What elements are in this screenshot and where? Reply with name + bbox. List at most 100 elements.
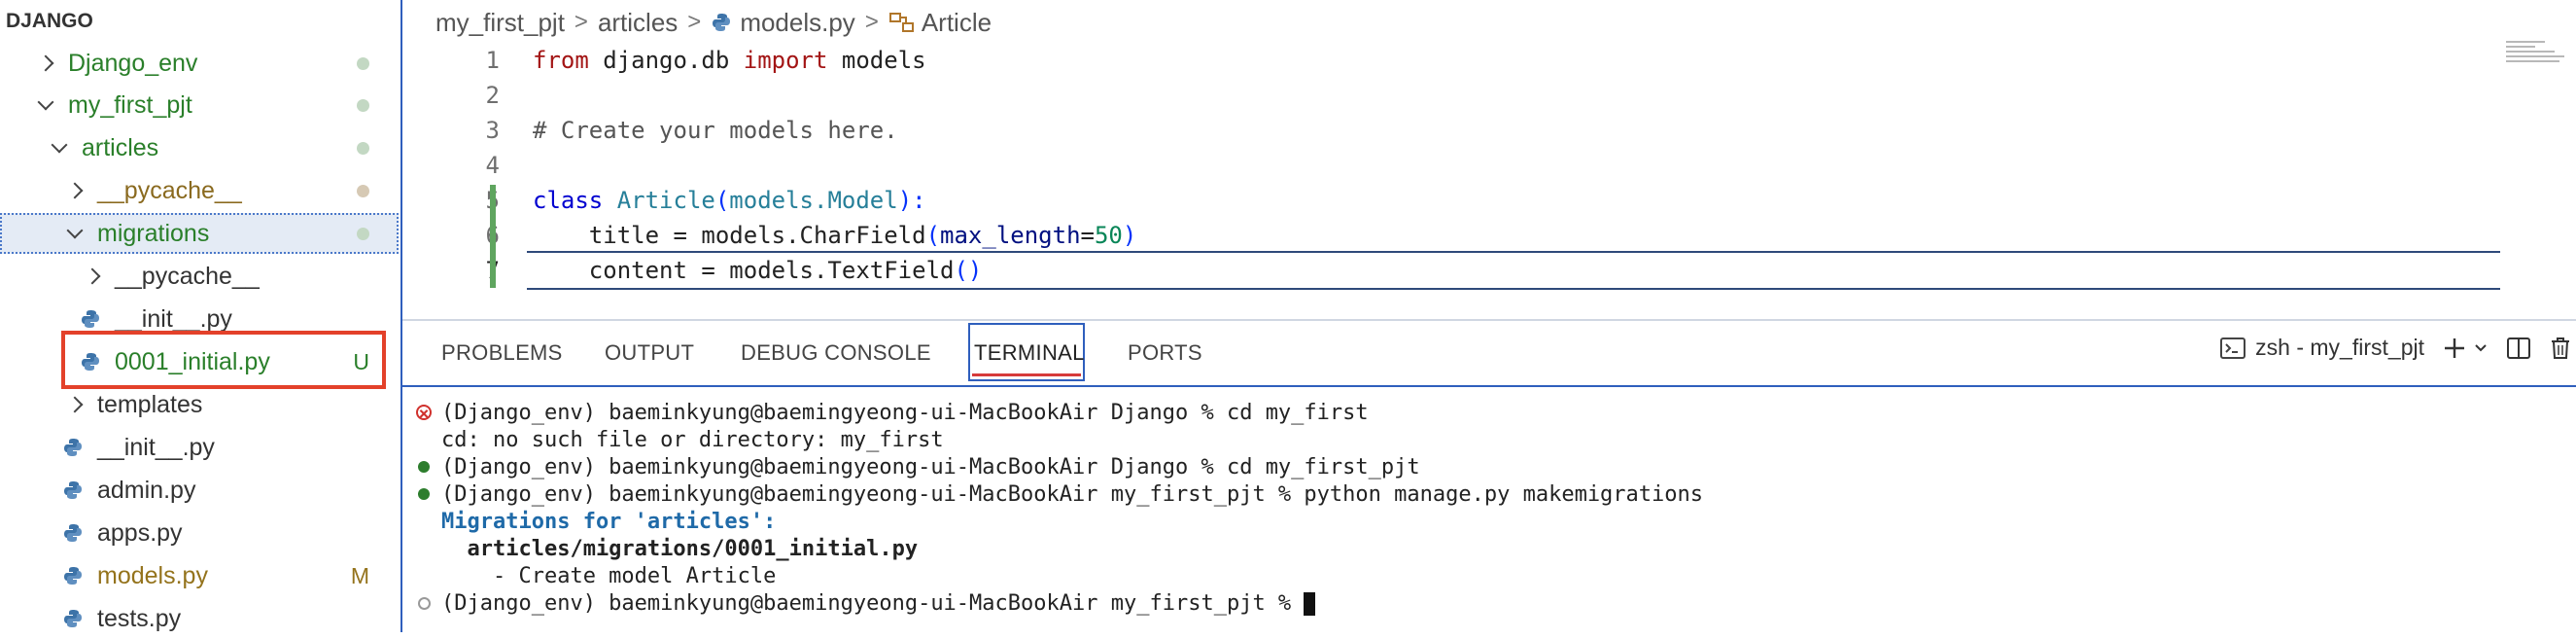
- terminal-selector[interactable]: zsh - my_first_pjt: [2220, 335, 2424, 361]
- pending-dot-icon: [418, 597, 431, 610]
- tree-item-label: __init__.py: [97, 433, 215, 461]
- chevron-down-icon: [66, 225, 84, 242]
- git-status-dot: [357, 56, 369, 70]
- split-icon: [2507, 337, 2530, 359]
- tree-item-apps[interactable]: apps.py: [0, 513, 399, 553]
- tree-item-migrations[interactable]: migrations: [0, 213, 399, 254]
- highlight-annotation-box: [61, 331, 386, 389]
- chevron-down-icon: [37, 96, 54, 114]
- terminal-prompt-line: (Django_env) baeminkyung@baemingyeong-ui…: [441, 591, 1316, 616]
- breadcrumb-folder[interactable]: articles: [597, 7, 679, 37]
- tree-item-articles[interactable]: articles: [0, 127, 399, 168]
- line-number: 3: [485, 117, 500, 144]
- tab-ports[interactable]: PORTS: [1128, 340, 1202, 365]
- tree-item-articles-init[interactable]: __init__.py: [0, 427, 399, 468]
- tree-item-label: apps.py: [97, 518, 183, 547]
- line-number: 4: [485, 152, 500, 179]
- terminal-line: cd: no such file or directory: my_first: [441, 428, 944, 452]
- breadcrumb-file[interactable]: models.py: [740, 7, 855, 37]
- line-number: 2: [485, 82, 500, 109]
- tree-item-label: __init__.py: [115, 304, 232, 333]
- breadcrumb-separator: >: [687, 9, 702, 35]
- terminal-line: - Create model Article: [441, 564, 777, 588]
- terminal-line: (Django_env) baeminkyung@baemingyeong-ui…: [441, 455, 1420, 479]
- success-dot-icon: [418, 488, 430, 500]
- tree-item-0001-initial[interactable]: 0001_initial.py U: [0, 341, 399, 382]
- tree-item-label: __pycache__: [115, 262, 260, 290]
- plus-icon: [2445, 337, 2464, 358]
- breadcrumb-folder[interactable]: my_first_pjt: [435, 7, 565, 37]
- minimap[interactable]: [2506, 41, 2574, 70]
- tree-item-label: articles: [82, 133, 159, 161]
- tree-item-label: 0001_initial.py: [115, 347, 270, 375]
- breadcrumb-separator: >: [574, 9, 588, 35]
- tree-item-label: migrations: [97, 219, 210, 247]
- current-line-highlight: [527, 251, 2500, 290]
- terminal-line: articles/migrations/0001_initial.py: [441, 537, 919, 561]
- code-line-1: from django.db import models: [533, 47, 926, 74]
- tree-item-tests[interactable]: tests.py: [0, 598, 399, 639]
- breadcrumb: my_first_pjt > articles > models.py > Ar…: [435, 6, 992, 39]
- python-file-icon: [82, 353, 99, 371]
- python-file-icon: [82, 310, 99, 328]
- terminal-line: Migrations for 'articles':: [441, 510, 777, 534]
- trash-icon: [2552, 337, 2569, 359]
- code-line-7: content = models.TextField(): [533, 257, 983, 284]
- panel-tab-bar: PROBLEMS OUTPUT DEBUG CONSOLE TERMINAL P…: [402, 321, 2576, 387]
- tree-item-templates[interactable]: templates: [0, 384, 399, 425]
- code-line-5: class Article(models.Model):: [533, 187, 926, 214]
- terminal-name: zsh - my_first_pjt: [2255, 335, 2424, 360]
- tab-terminal-focus-ring: [968, 323, 1085, 381]
- git-status-dot: [357, 227, 369, 240]
- code-line-3: # Create your models here.: [533, 117, 898, 144]
- tab-debug-console[interactable]: DEBUG CONSOLE: [741, 340, 931, 365]
- code-line-6: title = models.CharField(max_length=50): [533, 222, 1137, 249]
- git-status-dot: [357, 184, 369, 197]
- python-file-icon: [64, 524, 82, 542]
- explorer-root-header[interactable]: DJANGO: [6, 10, 93, 32]
- tree-item-my-first-pjt[interactable]: my_first_pjt: [0, 85, 399, 125]
- git-modified-badge: M: [350, 562, 369, 588]
- tree-item-models[interactable]: models.py M: [0, 555, 399, 596]
- git-added-gutter: [490, 185, 496, 288]
- tab-problems[interactable]: PROBLEMS: [441, 340, 563, 365]
- chevron-right-icon: [66, 396, 84, 413]
- terminal-icon: [2220, 337, 2246, 359]
- tree-item-pycache[interactable]: __pycache__: [0, 170, 399, 211]
- python-file-icon: [64, 439, 82, 456]
- tree-item-django-env[interactable]: Django_env: [0, 43, 399, 84]
- python-file-icon: [713, 14, 731, 31]
- tree-item-label: templates: [97, 390, 203, 418]
- terminal-line: (Django_env) baeminkyung@baemingyeong-ui…: [441, 401, 1369, 425]
- breadcrumb-symbol[interactable]: Article: [921, 7, 992, 37]
- tree-item-label: models.py: [97, 561, 208, 589]
- tree-item-label: __pycache__: [97, 176, 242, 204]
- line-number: 1: [485, 47, 500, 74]
- terminal-line: (Django_env) baeminkyung@baemingyeong-ui…: [441, 482, 1704, 507]
- python-file-icon: [64, 567, 82, 585]
- tree-item-migrations-init[interactable]: __init__.py: [0, 299, 399, 339]
- terminal-prompt: (Django_env) baeminkyung@baemingyeong-ui…: [441, 591, 1305, 616]
- git-status-dot: [357, 98, 369, 112]
- tree-item-label: Django_env: [68, 49, 198, 77]
- error-icon: ×: [416, 405, 432, 423]
- python-file-icon: [64, 481, 82, 499]
- tree-item-label: admin.py: [97, 476, 196, 504]
- terminal-controls: zsh - my_first_pjt: [2203, 335, 2576, 361]
- tree-item-migrations-pycache[interactable]: __pycache__: [0, 256, 399, 297]
- kill-terminal-button[interactable]: [2549, 336, 2572, 361]
- tree-item-label: tests.py: [97, 604, 182, 632]
- git-untracked-badge: U: [353, 348, 369, 374]
- new-terminal-button[interactable]: [2442, 336, 2489, 361]
- tab-terminal[interactable]: TERMINAL: [974, 340, 1085, 365]
- chevron-down-icon: [51, 139, 68, 157]
- tree-item-admin[interactable]: admin.py: [0, 470, 399, 511]
- chevron-right-icon: [37, 54, 54, 72]
- tab-output[interactable]: OUTPUT: [605, 340, 695, 365]
- tree-item-label: my_first_pjt: [68, 90, 192, 119]
- bottom-panel: PROBLEMS OUTPUT DEBUG CONSOLE TERMINAL P…: [402, 319, 2576, 634]
- terminal-cursor: [1304, 592, 1316, 616]
- chevron-right-icon: [84, 267, 101, 285]
- split-terminal-button[interactable]: [2506, 336, 2531, 361]
- code-editor[interactable]: 1 2 3 4 5 6 7 from django.db import mode…: [402, 39, 2576, 290]
